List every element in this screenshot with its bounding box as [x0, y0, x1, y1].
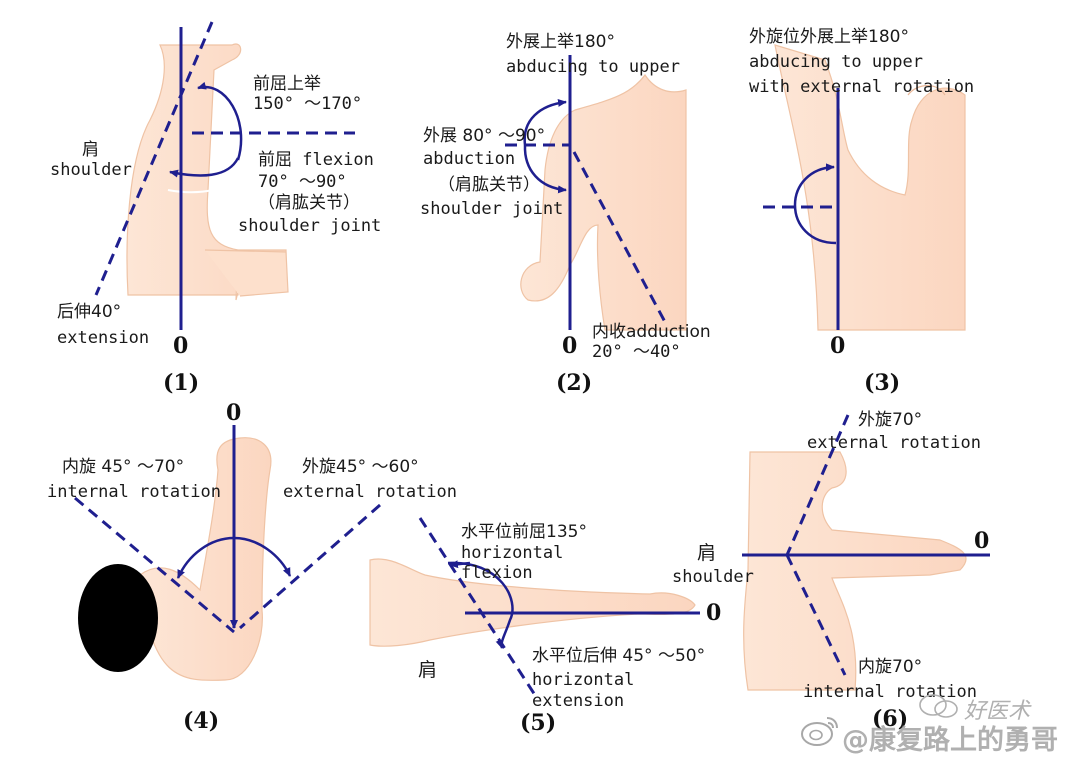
zero-mark: 0 — [830, 333, 846, 359]
panel-caption: (4) — [183, 708, 220, 734]
label-title-cn: 外旋位外展上举180° — [749, 27, 909, 47]
label-internal-en: internal rotation — [47, 482, 221, 502]
label-joint-cn: （肩肱关节） — [438, 175, 540, 195]
body-silhouette — [743, 451, 967, 691]
label-abduct-up-cn: 外展上举180° — [506, 32, 615, 52]
abduction-arc-down — [523, 144, 567, 194]
label-external-cn: 外旋45° ～60° — [302, 457, 419, 477]
label-joint-en: shoulder joint — [420, 199, 564, 219]
external-limit-line — [785, 414, 850, 556]
label-external-en: external rotation — [283, 482, 457, 502]
abduction-arc-up — [523, 98, 567, 146]
label-hext-en1: horizontal — [532, 670, 635, 690]
panel-caption: (2) — [556, 370, 593, 396]
label-hext-en2: extension — [532, 691, 625, 711]
label-flexion-up-deg: 150° ～170° — [253, 94, 363, 114]
body-silhouette — [774, 44, 966, 331]
label-external-cn: 外旋70° — [858, 410, 923, 430]
label-shoulder-en: shoulder — [672, 567, 754, 587]
watermark-line1: 好医术 — [964, 699, 1031, 724]
label-joint-en: shoulder joint — [238, 216, 382, 236]
panel-caption: (5) — [520, 710, 557, 736]
label-title-en1: abducing to upper — [749, 52, 923, 72]
label-title-en2: with external rotation — [749, 77, 975, 97]
label-shoulder-cn: 肩 — [697, 542, 717, 564]
label-adduction-deg: 20° ～40° — [592, 342, 681, 362]
panel-6-rotation-abducted — [742, 414, 990, 691]
arm-silhouette — [369, 558, 696, 647]
label-shoulder-en: shoulder — [50, 160, 132, 180]
label-flexion: 前屈 flexion — [258, 150, 374, 170]
label-extension-en: extension — [57, 328, 150, 348]
panel-5-horizontal-flexion-extension — [369, 517, 700, 696]
panel-4-internal-external-rotation — [74, 425, 381, 681]
adduction-limit-line — [572, 151, 667, 323]
zero-mark: 0 — [562, 333, 578, 359]
label-shoulder-cn: 肩 — [82, 140, 99, 160]
label-abduct-up-en: abducing to upper — [506, 57, 680, 77]
horizontal-arc — [447, 561, 514, 649]
weibo-logo-icon — [801, 717, 838, 746]
watermark-line2: @康复路上的勇哥 — [842, 725, 1058, 756]
panel-1-flexion-extension — [94, 21, 355, 330]
label-internal-en: internal rotation — [803, 682, 977, 702]
flexion-arc — [197, 81, 243, 161]
external-limit-line — [239, 503, 381, 630]
zero-mark: 0 — [974, 528, 990, 554]
label-extension-cn: 后伸40° — [57, 302, 122, 322]
label-external-en: external rotation — [807, 433, 981, 453]
body-silhouette — [520, 73, 687, 331]
arm-silhouette — [139, 437, 272, 681]
label-internal-cn: 内旋70° — [858, 657, 923, 677]
label-abduction-cn: 外展 80° ～90° — [423, 126, 546, 146]
zero-mark: 0 — [226, 400, 242, 426]
label-hflex-en2: flexion — [461, 563, 533, 583]
panel-caption: (6) — [872, 706, 909, 732]
head-blackout — [78, 564, 158, 672]
zero-mark: 0 — [173, 333, 189, 359]
rotation-arc — [793, 163, 837, 245]
label-hflex-en1: horizontal — [461, 543, 564, 563]
panel-2-abduction-adduction — [505, 55, 687, 331]
rotation-arc-right — [233, 536, 292, 577]
panel-caption: (3) — [864, 370, 901, 396]
flexion-limit-line — [94, 21, 214, 296]
internal-limit-line — [785, 554, 847, 676]
zero-mark: 0 — [706, 600, 722, 626]
label-hflex-cn: 水平位前屈135° — [461, 522, 587, 542]
label-flexion-deg: 70° ～90° — [258, 172, 347, 192]
panel-caption: (1) — [163, 370, 200, 396]
label-abduction-en: abduction — [423, 149, 516, 169]
label-adduction: 内收adduction — [592, 322, 711, 342]
label-hext-cn: 水平位后伸 45° ～50° — [532, 646, 706, 666]
label-internal-cn: 内旋 45° ～70° — [62, 457, 185, 477]
label-joint-cn: （肩肱关节） — [258, 193, 360, 213]
rotation-arc-left — [176, 536, 235, 579]
panel-3-external-rotation-abduction — [763, 44, 966, 331]
label-shoulder-cn: 肩 — [418, 659, 438, 681]
wechat-logo-icon — [919, 694, 958, 718]
label-flexion-up-cn: 前屈上举 — [253, 74, 321, 94]
